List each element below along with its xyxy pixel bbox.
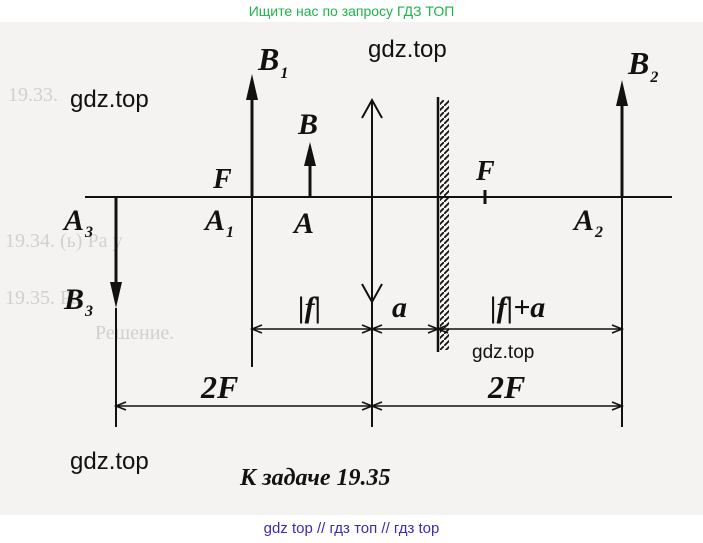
- image-b3-arrowhead: [110, 282, 122, 308]
- bottom-banner: gdz top // гдз топ // гдз top: [263, 520, 440, 537]
- mirror-hatching: [440, 100, 449, 350]
- label-a: A: [292, 207, 314, 240]
- watermark: gdz.top: [368, 36, 447, 63]
- label-dim-fa: |f|+a: [490, 291, 545, 324]
- label-2f-right: 2F: [487, 369, 525, 405]
- label-b3: B3: [63, 283, 93, 320]
- label-a3: A3: [62, 204, 93, 241]
- lens-top-arrowhead: [361, 97, 383, 119]
- watermark: gdz.top: [472, 342, 535, 363]
- background-text: 19.33.: [8, 84, 58, 106]
- watermark: gdz.top: [70, 86, 149, 113]
- label-f-left: F: [212, 164, 232, 195]
- label-a2: A2: [572, 204, 603, 241]
- watermark: gdz.top: [70, 448, 149, 475]
- label-b1: B1: [257, 41, 288, 82]
- object-b-arrowhead: [304, 142, 316, 166]
- image-b1-arrowhead: [246, 74, 258, 100]
- textbook-page: 19.33. 19.34. (ь) Ра у 19.35. Ра Решение…: [0, 22, 703, 515]
- image-b2-arrowhead: [616, 80, 628, 106]
- optics-diagram: B1 B B2 F F A3 A1 A A2 B3 |f| a |f|+a 2F…: [62, 41, 672, 491]
- figure-caption: К задаче 19.35: [239, 465, 390, 491]
- label-a1: A1: [203, 204, 234, 241]
- background-text: Решение.: [95, 322, 175, 344]
- label-2f-left: 2F: [200, 369, 238, 405]
- label-dim-a: a: [392, 291, 407, 324]
- label-b2: B2: [627, 45, 658, 86]
- label-dim-f: |f|: [298, 291, 321, 324]
- label-b: B: [297, 108, 318, 141]
- background-text: 19.34. (ь) Ра у: [5, 230, 123, 252]
- label-f-right: F: [475, 156, 495, 187]
- background-text: 19.35. Ра: [5, 287, 80, 309]
- top-banner: Ищите нас по запросу ГДЗ ТОП: [248, 3, 455, 19]
